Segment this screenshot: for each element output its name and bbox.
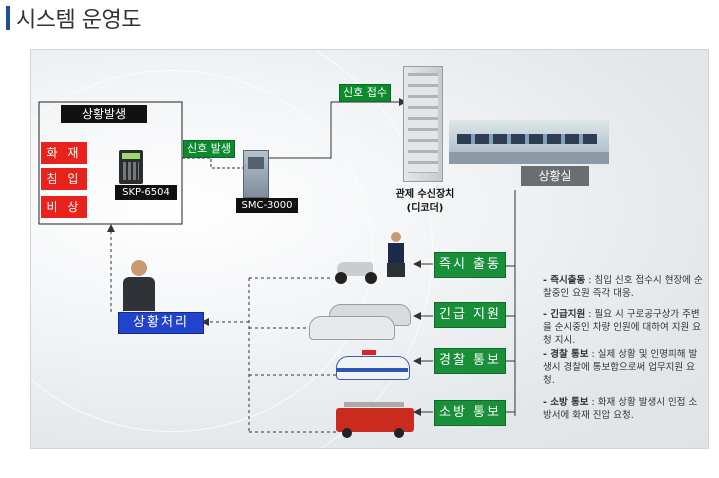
running-officer-icon (383, 232, 409, 280)
handling-label: 상황처리 (118, 312, 204, 334)
note-dispatch: - 즉시출동 : 침입 신호 접수시 현장에 순찰중인 요원 즉각 대응. (543, 275, 703, 299)
signal-sent-label: 신호 발생 (183, 140, 235, 158)
receiver-sub: (디코더) (406, 203, 444, 214)
police-car-icon (336, 350, 410, 384)
page-title: 시스템 운영도 (16, 8, 141, 33)
motorcycle-icon (333, 252, 381, 284)
signal-received-label: 신호 접수 (339, 84, 391, 102)
fire-truck-icon (336, 400, 416, 438)
keypad-label: SKP-6504 (115, 185, 177, 200)
receiver-rack-icon (403, 66, 443, 182)
note-support: - 긴급지원 : 필요 시 구로공구상가 주변을 순시중인 차량 인원에 대하여… (543, 309, 701, 346)
action-fire-notify: 소방 통보 (434, 400, 506, 426)
title-accent-bar (6, 6, 10, 30)
event-intrusion: 침 입 (41, 168, 87, 190)
note-police: - 경찰 통보 : 실제 상황 및 인명피해 발생시 경찰에 통보함으로써 업무… (543, 349, 698, 386)
action-emergency-support: 긴급 지원 (434, 302, 506, 328)
link-controller-receiver (263, 101, 401, 159)
control-room-label: 상황실 (521, 166, 589, 186)
note-fire: - 소방 통보 : 화재 상황 발생시 인접 소방서에 화재 진압 요청. (543, 397, 698, 421)
controller-label: SMC-3000 (236, 198, 298, 213)
patrol-cars-icon (309, 302, 411, 342)
diagram-frame: 상황발생 화 재 침 입 비 상 SKP-6504 신호 발생 SMC-3000… (30, 49, 709, 449)
connector-lines (38, 98, 516, 433)
event-group-title: 상황발생 (61, 105, 147, 123)
controller-device-icon (243, 150, 269, 198)
guard-icon (121, 260, 157, 312)
globe-background (31, 50, 433, 448)
action-police-notify: 경찰 통보 (434, 348, 506, 374)
event-group-border (38, 101, 183, 225)
keypad-device-icon (119, 150, 143, 184)
receiver-caption: 관제 수신장치 (395, 189, 455, 200)
event-emergency: 비 상 (41, 196, 87, 218)
control-room-photo (449, 120, 609, 164)
event-fire: 화 재 (41, 142, 87, 164)
link-keypad-controller (182, 157, 243, 169)
action-dispatch: 즉시 출동 (434, 252, 506, 278)
